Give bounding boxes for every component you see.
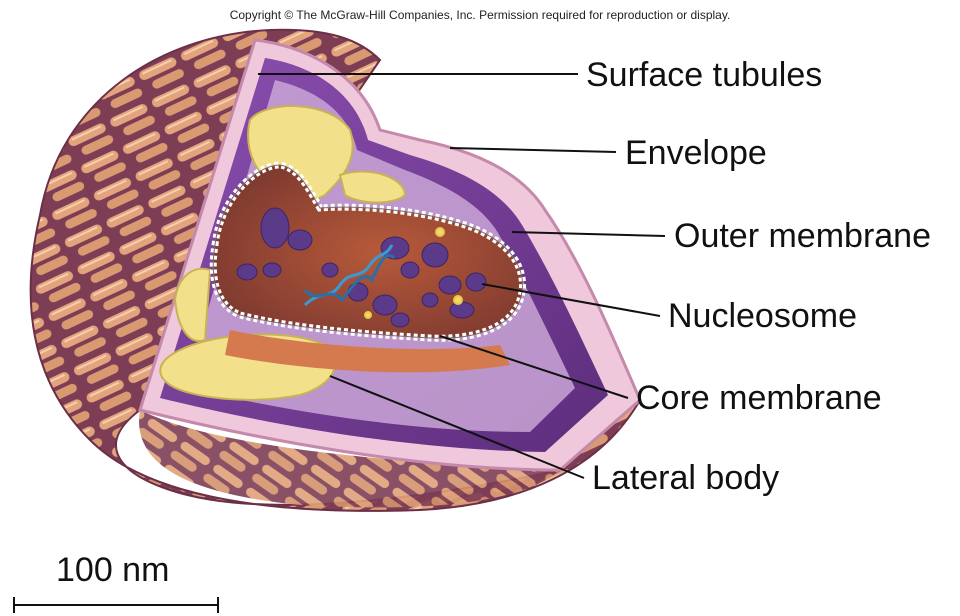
label-lateral-body: Lateral body	[592, 461, 779, 495]
label-outer-membrane: Outer membrane	[674, 219, 931, 253]
label-nucleosome: Nucleosome	[668, 299, 857, 333]
scale-bar-label: 100 nm	[56, 553, 169, 587]
label-envelope: Envelope	[625, 136, 767, 170]
leader-envelope	[450, 148, 616, 152]
label-surface-tubules: Surface tubules	[586, 58, 822, 92]
scale-bar	[14, 597, 218, 613]
label-core-membrane: Core membrane	[636, 381, 882, 415]
